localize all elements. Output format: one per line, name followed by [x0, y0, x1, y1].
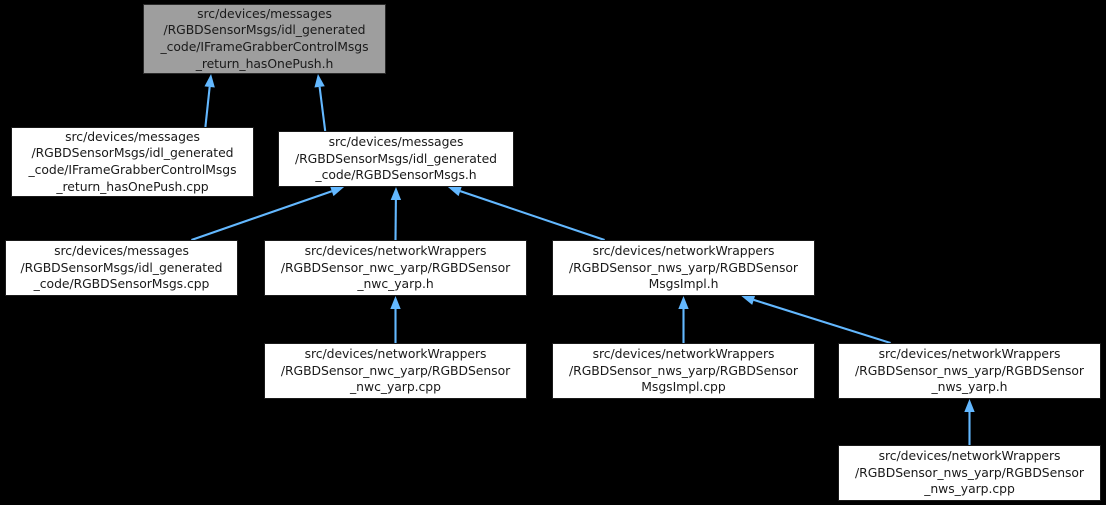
- graph-node-nwc_yarp_h[interactable]: src/devices/networkWrappers /RGBDSensor_…: [264, 240, 527, 296]
- graph-node-nwc_yarp_cpp[interactable]: src/devices/networkWrappers /RGBDSensor_…: [264, 343, 527, 399]
- edge-arrowhead-icon: [964, 399, 975, 412]
- graph-node-msgsimpl_h[interactable]: src/devices/networkWrappers /RGBDSensor_…: [552, 240, 815, 296]
- edge-line: [459, 190, 605, 241]
- edge-line: [318, 86, 327, 132]
- graph-node-rgbdsensormsgs_h[interactable]: src/devices/messages /RGBDSensorMsgs/idl…: [278, 131, 514, 187]
- edge-arrowhead-icon: [447, 186, 462, 197]
- edge-arrowhead-icon: [330, 186, 345, 197]
- edge-arrowhead-icon: [314, 74, 325, 88]
- edge-line: [753, 298, 891, 345]
- graph-node-rgbdsensormsgs_cpp[interactable]: src/devices/messages /RGBDSensorMsgs/idl…: [5, 240, 238, 296]
- graph-node-label: src/devices/messages /RGBDSensorMsgs/idl…: [294, 134, 498, 183]
- graph-node-nws_yarp_h[interactable]: src/devices/networkWrappers /RGBDSensor_…: [838, 343, 1101, 399]
- graph-node-nws_yarp_cpp[interactable]: src/devices/networkWrappers /RGBDSensor_…: [838, 445, 1101, 501]
- edge-arrowhead-icon: [390, 187, 402, 201]
- graph-node-label: src/devices/networkWrappers /RGBDSensor_…: [569, 243, 798, 292]
- graph-node-label: src/devices/networkWrappers /RGBDSensor_…: [569, 346, 798, 395]
- graph-node-label: src/devices/messages /RGBDSensorMsgs/idl…: [160, 5, 369, 71]
- edge-arrowhead-icon: [390, 296, 401, 309]
- edge-arrowhead-icon: [741, 294, 756, 305]
- edge-line: [204, 86, 211, 128]
- graph-node-iframegrabber_cpp[interactable]: src/devices/messages /RGBDSensorMsgs/idl…: [11, 127, 254, 197]
- graph-node-iframegrabber_h[interactable]: src/devices/messages /RGBDSensorMsgs/idl…: [143, 4, 386, 74]
- graph-node-label: src/devices/networkWrappers /RGBDSensor_…: [855, 448, 1084, 497]
- edge-line: [191, 190, 333, 241]
- graph-node-label: src/devices/messages /RGBDSensorMsgs/idl…: [28, 128, 237, 194]
- edge-arrowhead-icon: [678, 296, 689, 309]
- graph-node-label: src/devices/networkWrappers /RGBDSensor_…: [280, 243, 511, 292]
- graph-node-label: src/devices/networkWrappers /RGBDSensor_…: [280, 346, 511, 395]
- graph-node-label: src/devices/messages /RGBDSensorMsgs/idl…: [20, 243, 223, 292]
- edge-arrowhead-icon: [204, 74, 215, 88]
- graph-node-label: src/devices/networkWrappers /RGBDSensor_…: [855, 346, 1084, 395]
- graph-node-msgsimpl_cpp[interactable]: src/devices/networkWrappers /RGBDSensor_…: [552, 343, 815, 399]
